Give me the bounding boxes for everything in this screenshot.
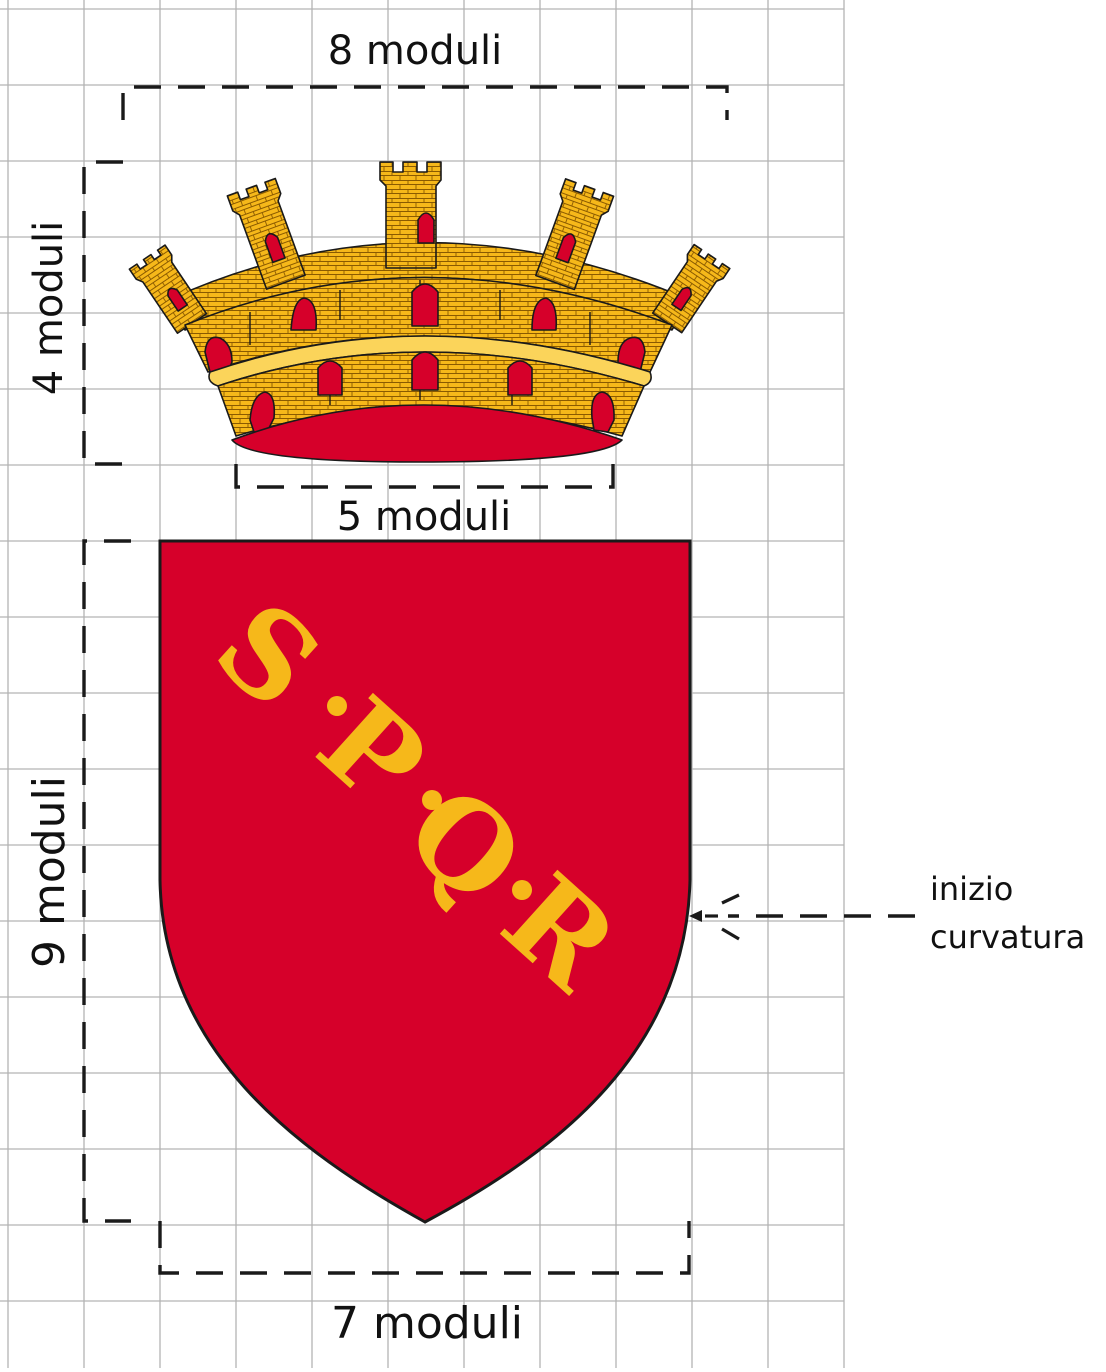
shield-width-dimension-line xyxy=(158,1221,691,1275)
arrow-left-icon xyxy=(689,893,740,941)
crown-height-dimension-line xyxy=(82,160,123,466)
crown-height-label: 4 moduli xyxy=(26,221,72,396)
shield-height-dimension-line xyxy=(82,539,131,1223)
crown-lower-windows xyxy=(249,351,615,433)
shield-height-label: 9 moduli xyxy=(24,776,75,968)
crown-cap xyxy=(231,404,623,463)
curve-note-line-2: curvatura xyxy=(930,918,1085,956)
crown-tower-left-inner xyxy=(226,177,306,290)
top-width-label: 8 moduli xyxy=(328,28,503,74)
crown-base-dimension-line xyxy=(234,464,615,489)
mural-crown-icon xyxy=(128,161,731,463)
crown-tower-right-inner xyxy=(535,178,615,291)
crown-dimension-lines xyxy=(82,85,729,489)
shield-width-label: 7 moduli xyxy=(331,1298,523,1349)
curve-note-line-1: inizio xyxy=(930,870,1013,908)
top-width-dimension-line xyxy=(121,85,729,120)
shield-dimension-lines xyxy=(82,539,915,1275)
motto-dot xyxy=(512,880,532,900)
crown-tower-center xyxy=(379,161,442,269)
motto-dot xyxy=(327,696,347,716)
crown-upper-windows xyxy=(204,283,646,373)
crown-base-width-label: 5 moduli xyxy=(337,494,512,540)
shield-body xyxy=(158,539,692,1224)
motto-dot xyxy=(422,790,442,810)
